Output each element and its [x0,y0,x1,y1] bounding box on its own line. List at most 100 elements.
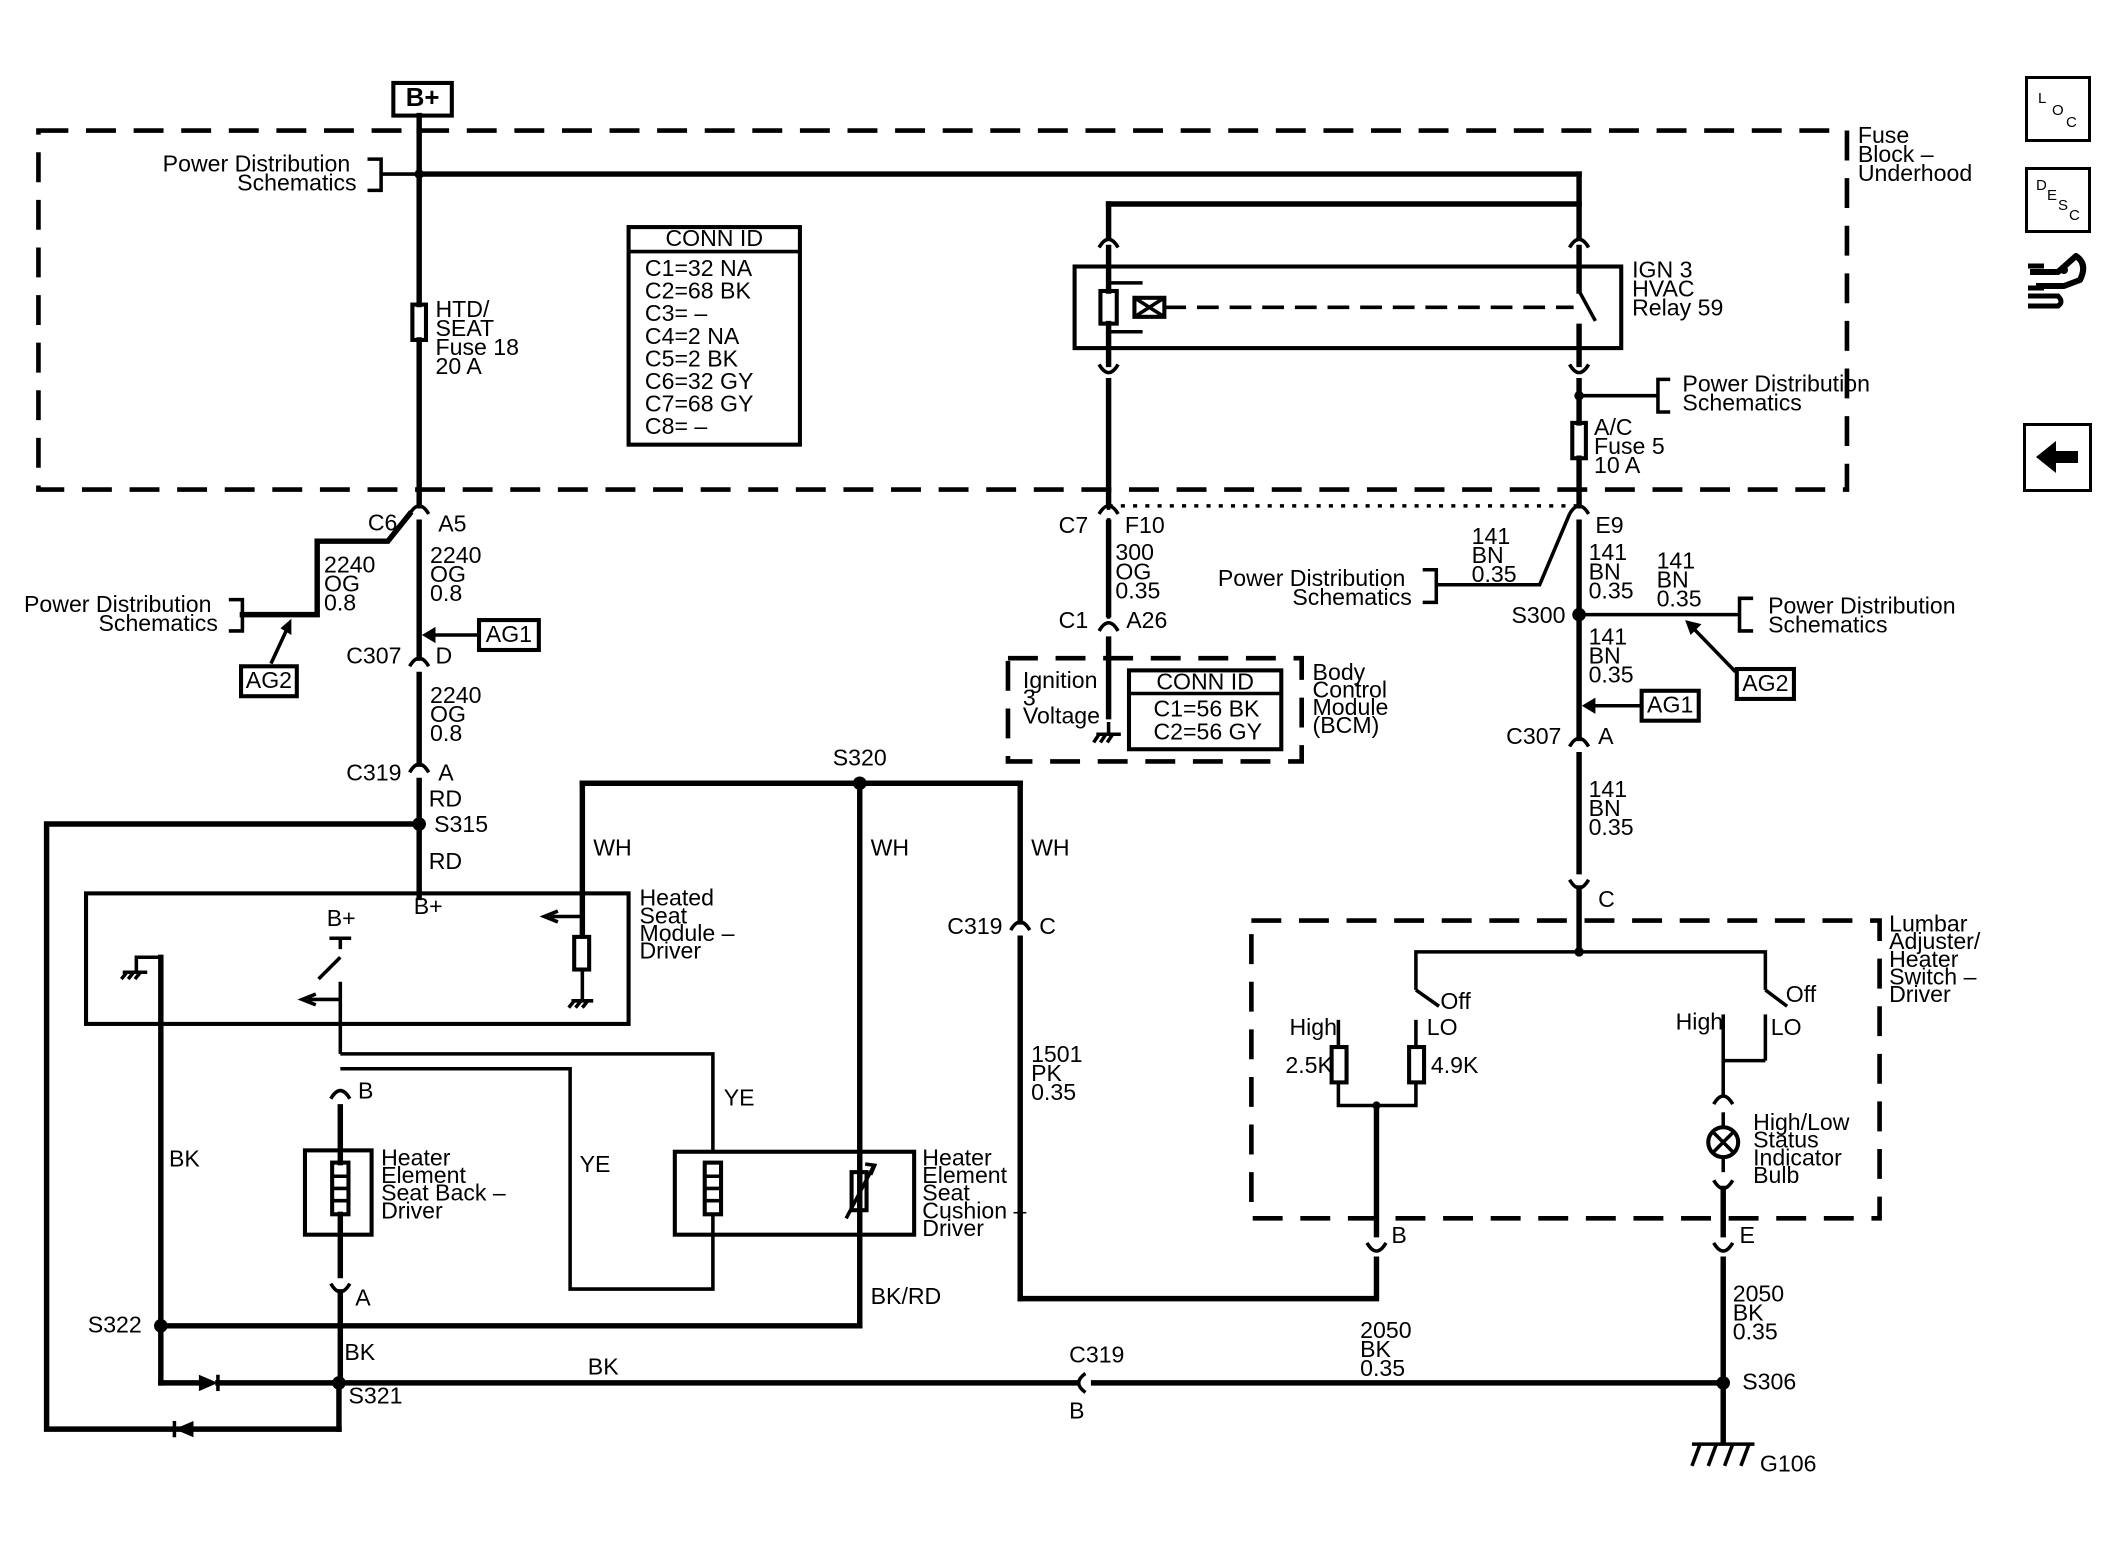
conn-id-table-fuse-block: CONN ID C1=32 NA C2=68 BK C3= – C4=2 NA … [626,225,802,447]
heater-element-seat-cushion [672,1149,917,1237]
wire-2240-b-label: 2240 OG 0.8 [430,682,488,746]
ign3-hvac-relay-59 [1072,201,1624,375]
conn-id-table-bcm: CONN ID C1=56 BK C2=56 GY [1126,668,1284,752]
lumbar-heater-switch-outline [1249,918,1882,1221]
lumbar-lo-1: LO [1427,1014,1458,1040]
ag2-left-box [239,664,299,699]
wire-bk-left: BK [169,1146,200,1172]
wire-bkrd: BK/RD [871,1283,942,1309]
wire-ye-left: YE [580,1151,611,1177]
wire-wh-1: WH [593,834,632,860]
wire-1501-label: 1501 PK 0.35 [1031,1041,1089,1105]
fuse-18-symbol [410,302,429,342]
pds-label-141: Power Distribution Schematics [1218,565,1412,610]
svg-text:CONN ID: CONN ID [1156,668,1254,694]
hsm-switch-bplus: B+ [327,905,356,931]
wire-wh-2: WH [871,834,910,860]
s320-label: S320 [833,745,887,771]
s321-label: S321 [348,1382,402,1408]
wire-2050-right-label: 2050 BK 0.35 [1733,1280,1791,1344]
wire-141-c-label: 141 BN 0.35 [1589,776,1634,840]
connector-end-view-icon [2028,253,2087,309]
lumbar-off-2: Off [1786,981,1817,1007]
conn-c6-label: C6 [368,509,398,535]
conn-c319-bottom: C319 [1069,1342,1124,1368]
conn-a-seat-back: A [355,1284,371,1310]
wire-141-a-label: 141 BN 0.35 [1589,539,1634,603]
hsm-bplus-label: B+ [414,893,443,919]
back-arrow-icon [2036,441,2078,473]
svg-text:C1=56 BK C2=56 GY: C1=56 BK C2=56 GY [1153,696,1265,745]
conn-e-lumbar: E [1740,1222,1755,1248]
s300-label: S300 [1511,602,1565,628]
conn-c-mid: C [1039,913,1056,939]
conn-a-right: A [1598,723,1614,749]
svg-text:C1=32 NA C2=68 BK: C1=32 NA C2=68 BK C3= – C4=2 NA C5=2 BK … [645,255,760,439]
svg-text:AG2: AG2 [1742,670,1788,696]
lumbar-off-1: Off [1440,988,1471,1014]
splice-s321 [332,1376,346,1390]
wire-rd-top: RD [429,785,462,811]
svg-text:AG1: AG1 [1647,692,1693,718]
wire-141-pd-label: 141 BN 0.35 [1472,523,1517,587]
connector-end-view-button[interactable] [2024,244,2096,316]
heated-seat-module-box [83,891,631,1026]
wire-141-right-label: 141 BN 0.35 [1657,547,1702,611]
s315-label: S315 [434,811,488,837]
wire-bk-s321: BK [344,1339,375,1365]
conn-c7-label: C7 [1059,512,1089,538]
wire-bk-bottom: BK [588,1354,619,1380]
conn-c-right: C [1598,886,1615,912]
conn-a5-label: A5 [438,511,466,537]
wire-300-label: 300 OG 0.35 [1115,539,1160,603]
wire-2240-a-label: 2240 OG 0.8 [430,542,488,606]
heated-seat-module-label: Heated Seat Module – Driver [639,885,741,964]
fuse-block-underhood-outline [36,128,1850,492]
wire-wh-3: WH [1031,834,1070,860]
wire-141-b-label: 141 BN 0.35 [1589,624,1634,688]
battery-positive-label: B+ [406,84,440,112]
desc-button[interactable]: D E S C [2025,167,2091,233]
svg-text:CONN ID: CONN ID [665,225,763,251]
conn-d-label: D [435,643,452,669]
loc-button[interactable]: L O C [2025,76,2091,142]
bcm-input-label: Ignition 3 Voltage [1023,667,1104,728]
resistor-2-5k: 2.5K [1285,1052,1333,1078]
bulb-label: High/Low Status Indicator Bulb [1753,1109,1856,1188]
bcm-label: Body Control Module (BCM) [1313,659,1395,738]
conn-b-lumbar: B [1391,1222,1406,1248]
seat-cushion-label: Heater Element Seat Cushion – Driver [922,1144,1032,1241]
lumbar-switch-label: Lumbar Adjuster/ Heater Switch – Driver [1889,910,1987,1007]
conn-c319-mid: C319 [947,913,1002,939]
pds-label-right: Power Distribution Schematics [1768,592,1962,637]
wire-rd-bottom: RD [429,848,462,874]
wire-ye-right: YE [724,1085,755,1111]
fuse-5-label: A/C Fuse 5 10 A [1594,414,1671,478]
resistor-4-9k: 4.9K [1431,1052,1479,1078]
back-button[interactable] [2023,423,2092,492]
lumbar-high-1: High [1289,1014,1337,1040]
pds-label-relay: Power Distribution Schematics [1682,371,1876,416]
fuse-18-label: HTD/ SEAT Fuse 18 20 A [435,296,525,379]
relay-label: IGN 3 HVAC Relay 59 [1632,256,1723,320]
conn-e9-label: E9 [1595,512,1623,538]
wire-2050-mid-label: 2050 BK 0.35 [1360,1317,1418,1381]
s306-label: S306 [1742,1369,1796,1395]
pds-label-top-left: Power Distribution Schematics [163,150,357,195]
fuse-5-symbol [1570,420,1588,461]
conn-a26-label: A26 [1126,607,1167,633]
conn-c1-label: C1 [1059,607,1089,633]
conn-b-seat-back: B [358,1078,373,1104]
conn-c319-left: C319 [346,760,401,786]
bcm-outline [1005,655,1304,764]
svg-text:AG1: AG1 [486,621,532,647]
conn-c307-left: C307 [346,643,401,669]
g106-label: G106 [1760,1450,1817,1476]
conn-c307-right: C307 [1506,723,1561,749]
battery-positive-box [391,80,454,118]
lumbar-high-2: High [1676,1008,1724,1034]
svg-text:AG2: AG2 [246,667,292,693]
splice-s322 [154,1318,168,1333]
s322-label: S322 [88,1312,142,1338]
